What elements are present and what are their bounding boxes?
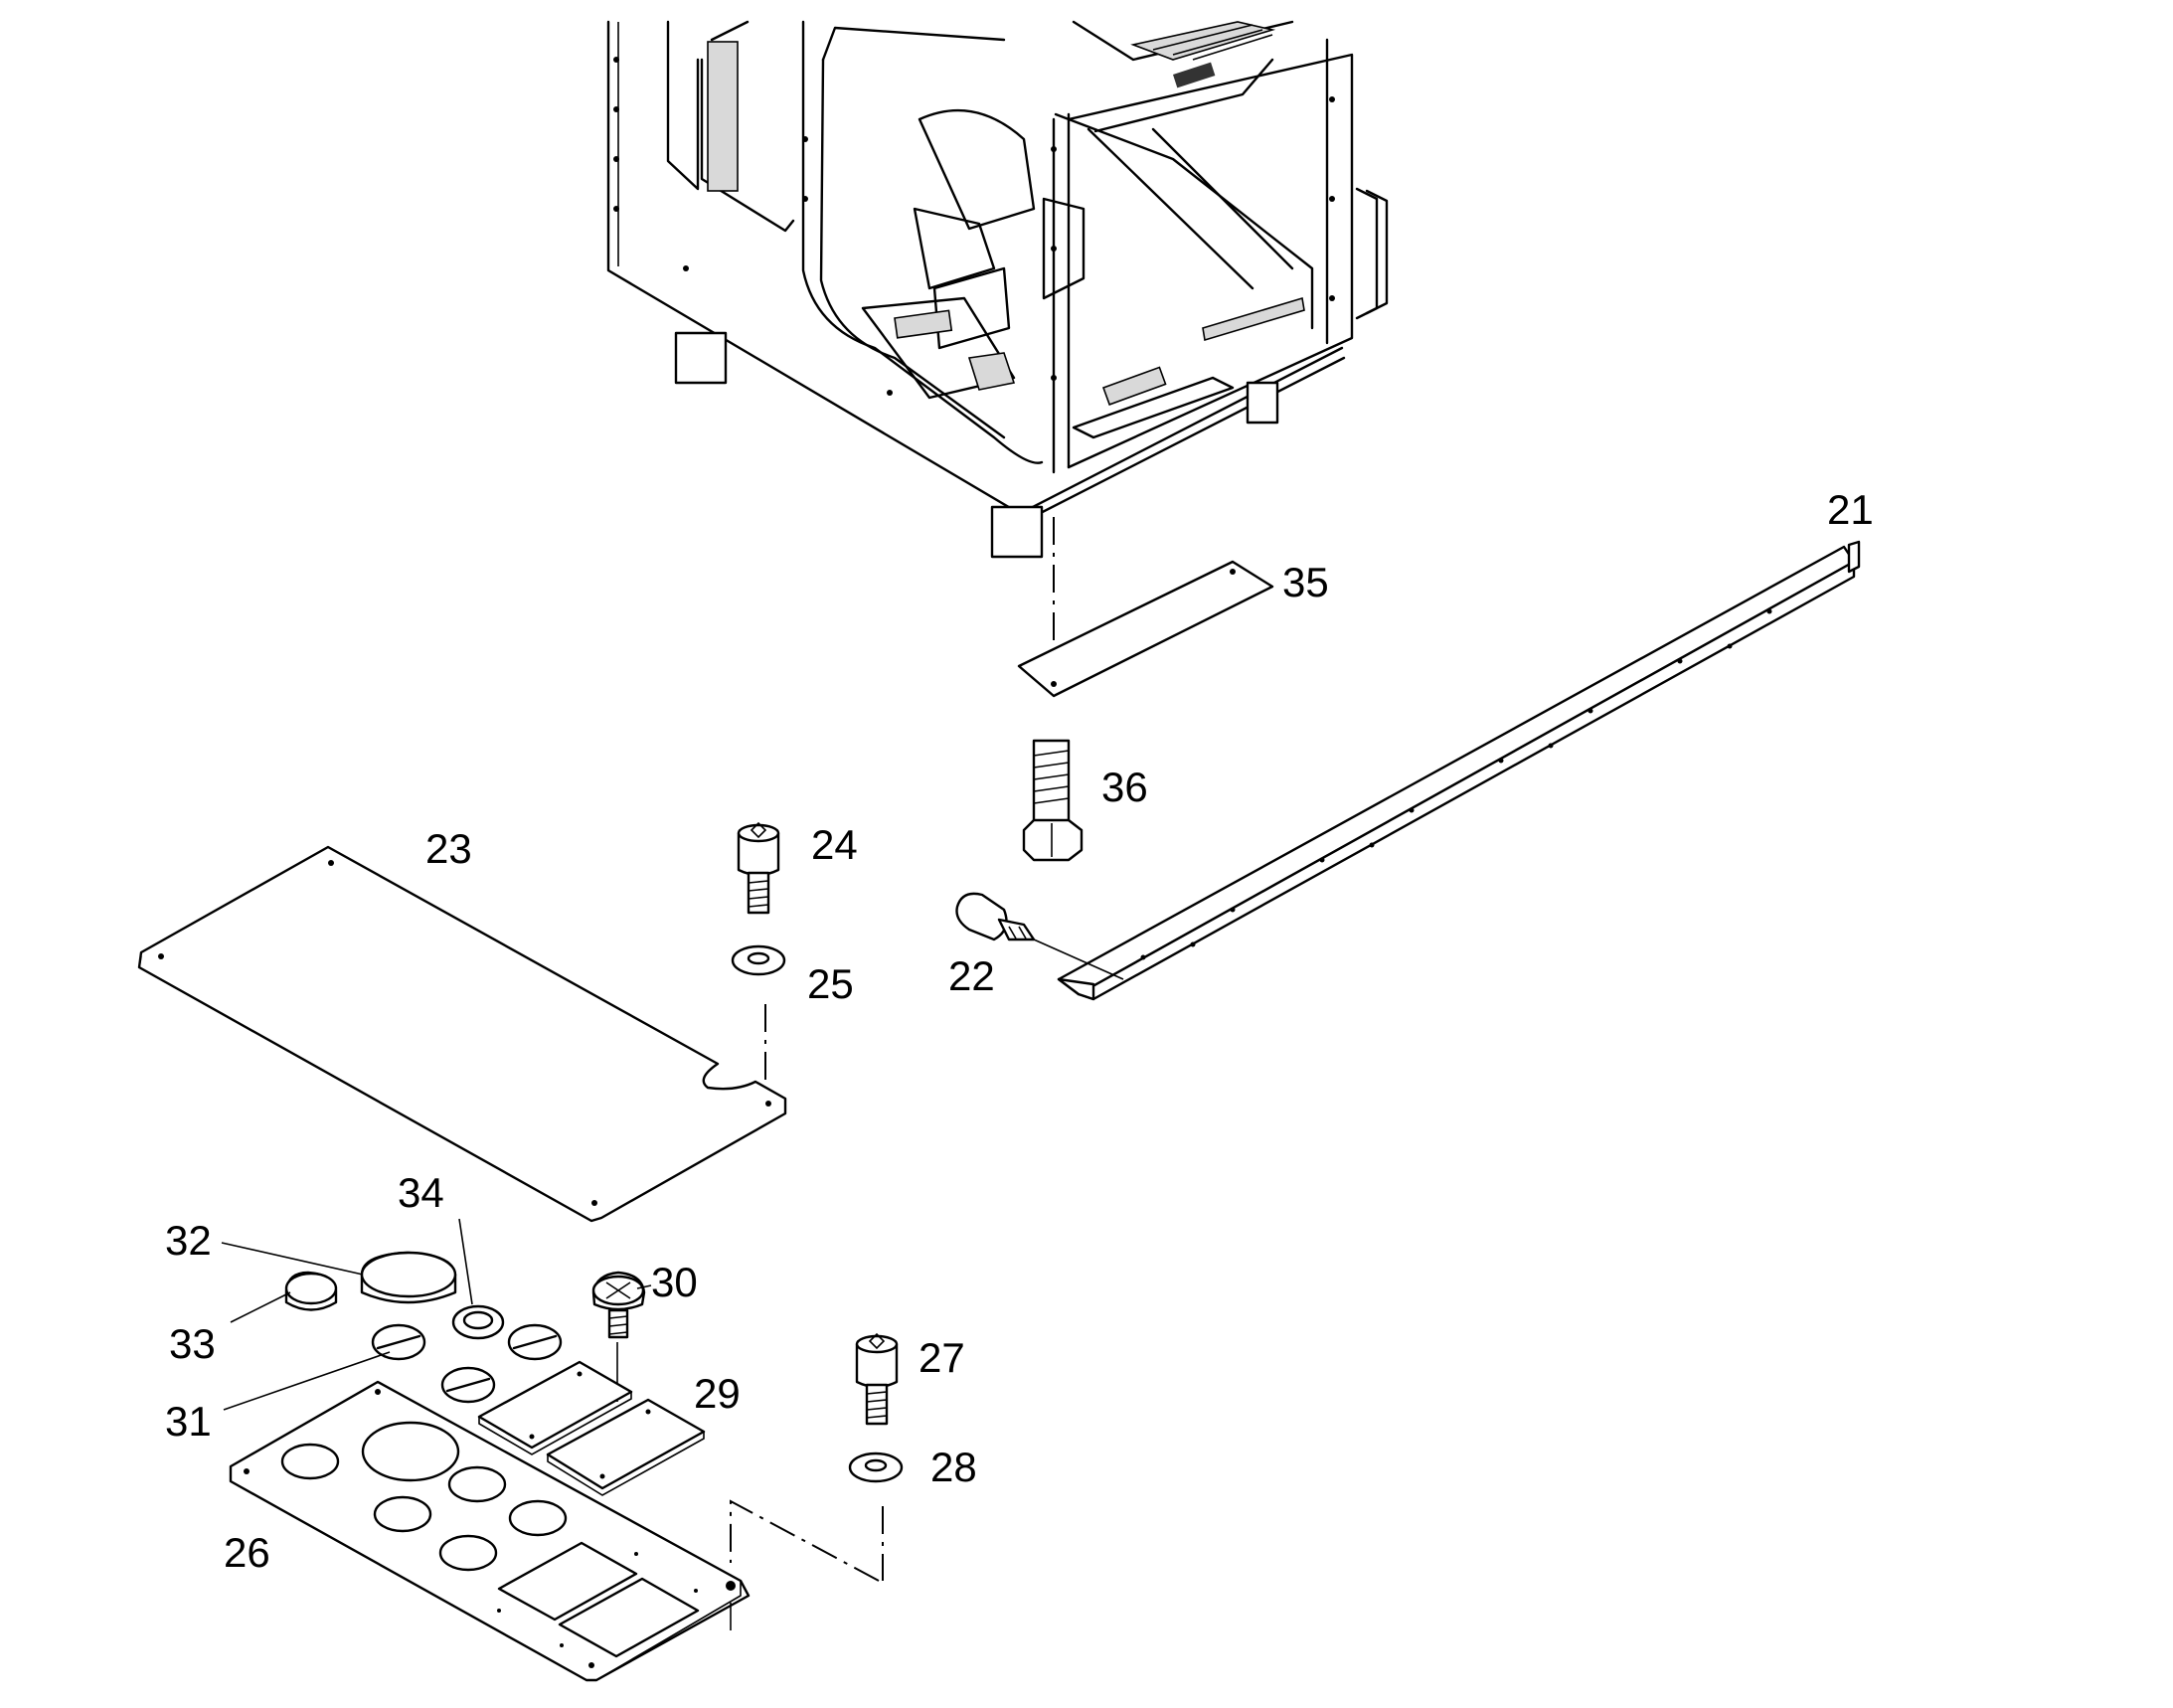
callout-leaders: [221, 1218, 652, 1411]
rail-holes: [1140, 608, 1772, 960]
leader-28-26: [730, 1499, 884, 1582]
part-24-cap-screw: [737, 821, 780, 915]
part-28-washer: [848, 1452, 904, 1483]
callout-27: 27: [919, 1334, 965, 1381]
callout-36: 36: [1101, 764, 1148, 810]
callout-21: 21: [1827, 486, 1874, 533]
callout-34: 34: [398, 1169, 444, 1216]
part-30-pan-head-screw: [591, 1271, 646, 1339]
part-36-hex-bolt: [1022, 739, 1084, 862]
part-29-cover-plates: [477, 1360, 706, 1496]
callout-24: 24: [811, 821, 858, 868]
callout-33: 33: [169, 1320, 216, 1367]
part-25-washer: [731, 944, 786, 976]
callout-22: 22: [948, 952, 995, 999]
part-35-cover-plate: [1017, 560, 1274, 698]
part-26-gland-plate: [229, 1380, 751, 1682]
part-21-angle-rail: [1057, 540, 1861, 1001]
callout-30: 30: [651, 1259, 698, 1305]
callout-28: 28: [930, 1444, 977, 1490]
callout-35: 35: [1282, 559, 1329, 605]
part-23-floor-plate: [137, 845, 787, 1223]
callout-25: 25: [807, 960, 854, 1007]
callout-labels: 21 22 23 24 25 26 27 28 29 30 31 32 33 3…: [165, 486, 1874, 1576]
cab-rivets: [613, 57, 1335, 396]
part-34-grommet: [451, 1304, 505, 1340]
callout-29: 29: [694, 1370, 741, 1417]
callout-26: 26: [224, 1529, 270, 1576]
callout-31: 31: [165, 1398, 212, 1445]
part-33-small-plug: [284, 1271, 338, 1311]
callout-23: 23: [425, 825, 472, 872]
cab-assembly: [606, 20, 1389, 559]
part-31-slotted-plugs: [371, 1323, 563, 1404]
part-27-cap-screw: [855, 1332, 899, 1426]
part-32-large-plug: [360, 1251, 457, 1304]
callout-32: 32: [165, 1217, 212, 1264]
part-22-shoulder-screw: [955, 892, 1124, 980]
